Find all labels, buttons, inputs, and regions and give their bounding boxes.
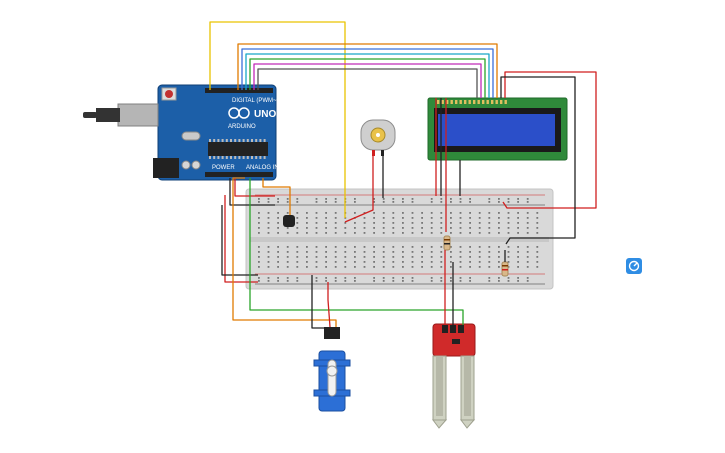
lcd-screen: [438, 114, 555, 146]
resistor-2[interactable]: [501, 261, 509, 277]
analog-header: [205, 172, 273, 177]
dc-motor[interactable]: [360, 119, 396, 156]
lcd-display[interactable]: [427, 97, 568, 161]
arduino-uno-board[interactable]: UNO ARDUINO DIGITAL (PWM~) POWER ANALOG …: [83, 84, 279, 181]
resistor-1[interactable]: [443, 235, 451, 251]
digital-header-label: DIGITAL (PWM~): [232, 98, 279, 104]
digital-header: [205, 88, 273, 93]
reset-button[interactable]: [165, 90, 173, 98]
analog-header-label: ANALOG IN: [246, 165, 279, 171]
servo-motor[interactable]: [313, 327, 351, 412]
atmega-chip: [208, 142, 268, 156]
breadboard[interactable]: [245, 188, 554, 290]
wires: [209, 21, 597, 329]
temperature-sensor[interactable]: [283, 215, 295, 227]
gear-icon[interactable]: [626, 258, 642, 274]
breadboard-holes: [258, 198, 539, 282]
power-header-label: POWER: [212, 165, 235, 171]
board-brand-label: UNO: [254, 109, 276, 120]
board-maker-label: ARDUINO: [228, 124, 256, 130]
soil-moisture-sensor[interactable]: [432, 323, 476, 429]
